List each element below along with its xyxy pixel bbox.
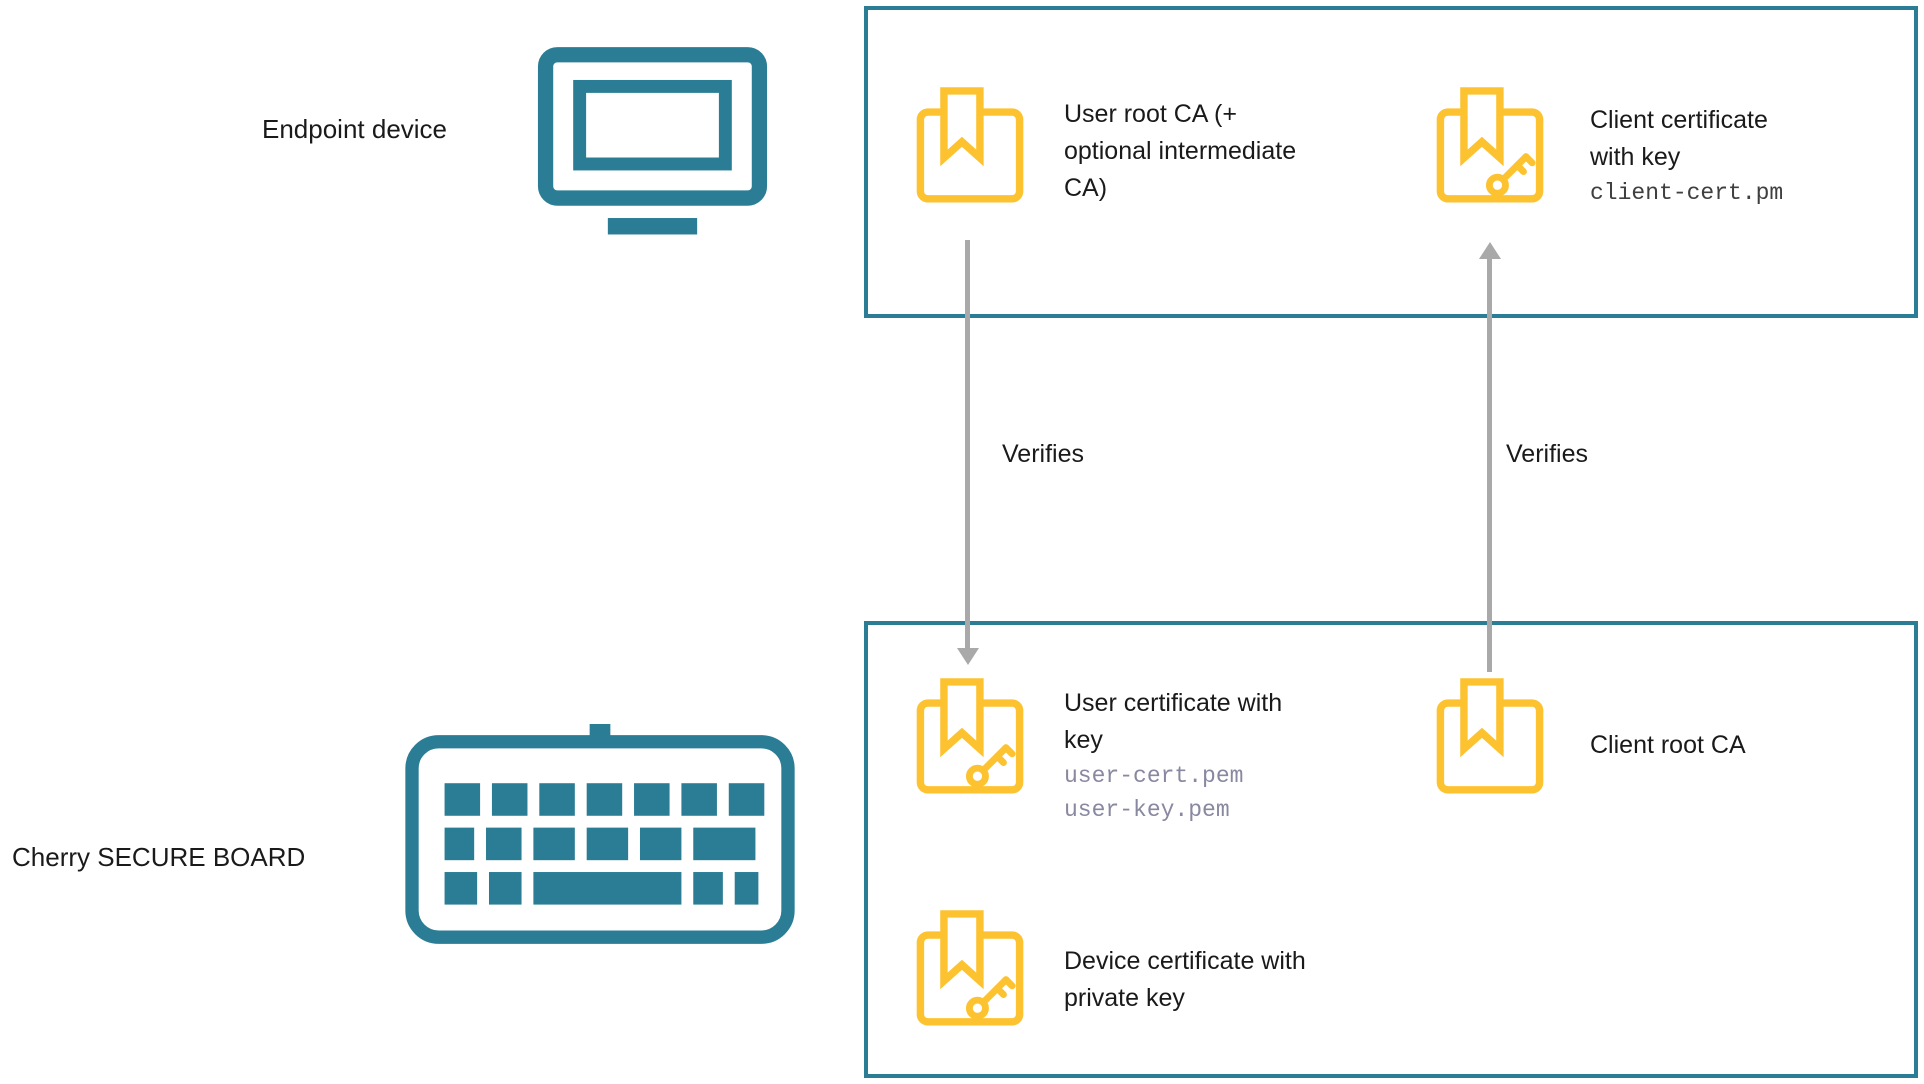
secure-board-box: User certificate with key user-cert.pem … (864, 621, 1918, 1078)
verifies-label-right: Verifies (1506, 440, 1588, 468)
cert-file-name: user-key.pem (1064, 797, 1230, 823)
certificate-with-key-icon (908, 909, 1032, 1033)
cert-label-device-certificate: Device certificate with private key (1064, 943, 1306, 1017)
cert-label-user-certificate: User certificate with key user-cert.pem … (1064, 685, 1282, 827)
monitor-icon-svg (537, 47, 768, 235)
label-line: Device certificate with (1064, 947, 1306, 975)
label-line: key (1064, 726, 1103, 754)
endpoint-device-box: User root CA (+ optional intermediate CA… (864, 6, 1918, 318)
cert-file-name: client-cert.pm (1590, 180, 1784, 206)
keyboard-icon-svg (405, 724, 795, 944)
verifies-label-left: Verifies (1002, 440, 1084, 468)
label-line: optional intermediate (1064, 137, 1297, 165)
cert-file-name: user-cert.pem (1064, 763, 1244, 789)
key-icon (965, 744, 1016, 788)
certificate-icon-svg (916, 910, 1024, 1026)
certificate-with-key-icon (1428, 86, 1552, 210)
certificate-icon-svg (916, 87, 1024, 203)
label-line: Client root CA (1590, 731, 1746, 759)
label-line: CA) (1064, 174, 1108, 202)
label-line: private key (1064, 984, 1185, 1012)
label-line: User root CA (+ (1064, 100, 1237, 128)
key-icon (965, 976, 1016, 1020)
certificate-icon-svg (1436, 678, 1544, 794)
cert-label-client-certificate: Client certificate with key client-cert.… (1590, 102, 1783, 210)
arrow-line (1487, 258, 1492, 672)
monitor-icon (535, 44, 770, 249)
cert-label-user-root-ca: User root CA (+ optional intermediate CA… (1064, 96, 1296, 207)
arrow-head-up-icon (1479, 242, 1501, 259)
certificate-icon-svg (1436, 87, 1544, 203)
arrow-head-down-icon (957, 648, 979, 665)
key-icon (1485, 153, 1536, 197)
cert-label-client-root-ca: Client root CA (1590, 727, 1746, 764)
label-line: Client certificate (1590, 106, 1768, 134)
label-line: with key (1590, 143, 1681, 171)
certificate-icon-svg (916, 678, 1024, 794)
endpoint-device-label: Endpoint device (262, 114, 448, 144)
certificate-icon (1428, 677, 1552, 801)
certificate-icon (908, 86, 1032, 210)
arrow-line (965, 240, 970, 648)
secure-board-label: Cherry SECURE BOARD (12, 842, 306, 872)
certificate-with-key-icon (908, 677, 1032, 801)
label-line: User certificate with (1064, 689, 1283, 717)
keyboard-icon (400, 724, 800, 952)
